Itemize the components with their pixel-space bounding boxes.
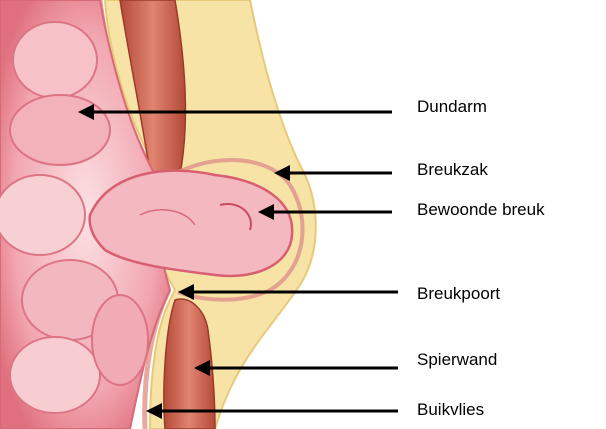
label-breukzak: Breukzak	[417, 160, 488, 180]
label-buikvlies: Buikvlies	[417, 400, 484, 420]
label-breukpoort: Breukpoort	[417, 284, 500, 304]
label-spierwand: Spierwand	[417, 350, 497, 370]
label-dundarm: Dundarm	[417, 97, 487, 117]
label-bewoonde-breuk: Bewoonde breuk	[417, 200, 545, 220]
